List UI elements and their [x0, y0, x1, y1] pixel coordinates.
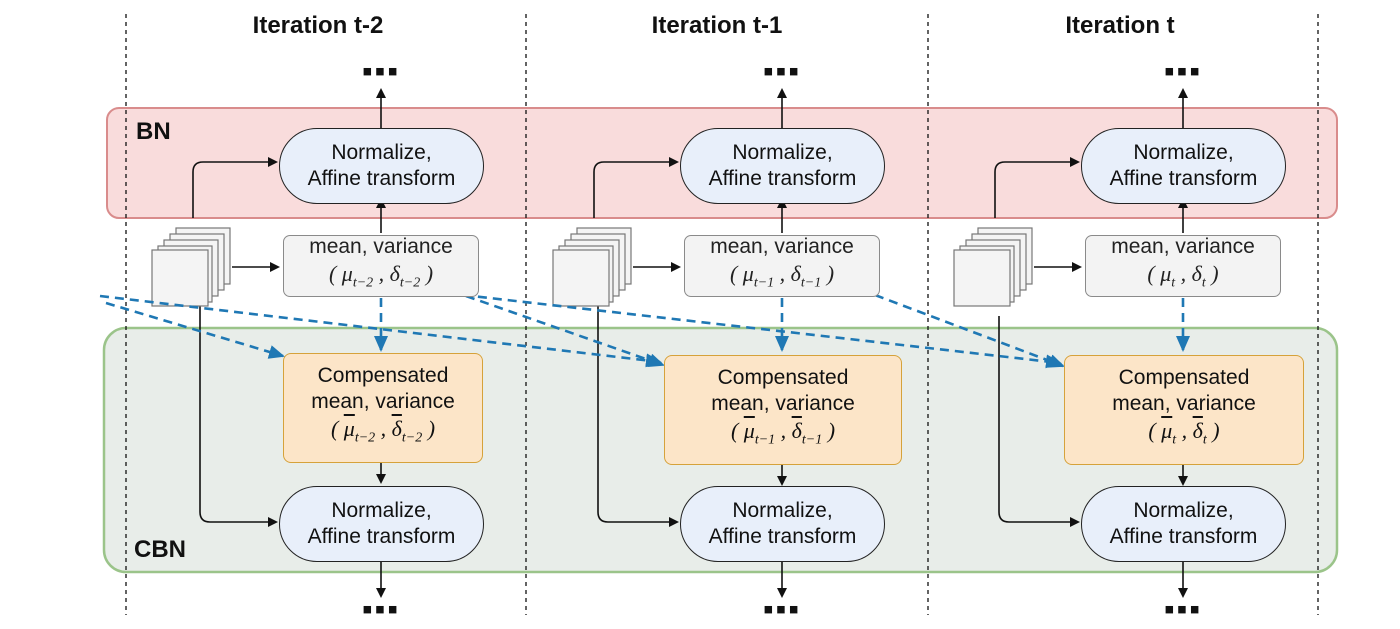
ellipsis-top: ▪▪▪ [362, 55, 400, 88]
column-arrows-t-1 [593, 88, 787, 598]
comp-symbols: ( μt , δt ) [1148, 418, 1220, 448]
stats-label: mean, variance [1111, 235, 1255, 259]
box-line: Normalize, [1133, 141, 1234, 164]
box-line: Normalize, [1133, 499, 1234, 522]
bn-normalize-box: Normalize, Affine transform [1081, 128, 1286, 204]
compensated-stats-box: Compensated mean, variance ( μt−1 , δt−1… [664, 355, 902, 465]
dashed-arrow [465, 294, 665, 367]
iteration-title: Iteration t [1065, 12, 1175, 39]
comp-symbols: ( μt−2 , δt−2 ) [330, 416, 436, 446]
box-line: Affine transform [1109, 525, 1258, 548]
comp-line: Compensated [717, 366, 849, 390]
cbn-normalize-box: Normalize, Affine transform [279, 486, 484, 562]
cbn-normalize-box: Normalize, Affine transform [680, 486, 885, 562]
box-line: Affine transform [307, 167, 456, 190]
iteration-title: Iteration t-2 [252, 12, 384, 39]
feature-maps-t-1 [552, 227, 632, 307]
bn-normalize-box: Normalize, Affine transform [680, 128, 885, 204]
comp-line: mean, variance [711, 392, 855, 416]
column-arrows-t [994, 88, 1188, 598]
box-line: Normalize, [331, 499, 432, 522]
ellipsis-bottom: ▪▪▪ [362, 593, 400, 626]
batch-stats-box: mean, variance ( μt−2 , δt−2 ) [283, 235, 479, 297]
dashed-arrow [462, 293, 1062, 369]
ellipsis-top: ▪▪▪ [763, 55, 801, 88]
stats-label: mean, variance [710, 235, 854, 259]
ellipsis-bottom: ▪▪▪ [763, 593, 801, 626]
dashed-arrow [874, 293, 1065, 368]
column-arrows-t-2 [192, 88, 386, 598]
comp-line: mean, variance [1112, 392, 1256, 416]
compensated-stats-box: Compensated mean, variance ( μt−2 , δt−2… [283, 353, 483, 463]
box-line: Affine transform [1109, 167, 1258, 190]
iteration-title: Iteration t-1 [651, 12, 783, 39]
cbn-label: CBN [134, 536, 186, 563]
comp-symbols: ( μt−1 , δt−1 ) [730, 418, 836, 448]
stats-symbols: ( μt−1 , δt−1 ) [729, 261, 835, 291]
ellipsis-top: ▪▪▪ [1164, 55, 1202, 88]
bn-label: BN [136, 118, 171, 145]
compensated-stats-box: Compensated mean, variance ( μt , δt ) [1064, 355, 1304, 465]
ellipsis-bottom: ▪▪▪ [1164, 593, 1202, 626]
stats-label: mean, variance [309, 235, 453, 259]
feature-maps-t-2 [151, 227, 231, 307]
stats-symbols: ( μt , δt ) [1147, 261, 1219, 291]
cbn-normalize-box: Normalize, Affine transform [1081, 486, 1286, 562]
compensation-arrows [99, 293, 1190, 369]
comp-line: Compensated [317, 364, 449, 388]
comp-line: mean, variance [311, 390, 455, 414]
batch-stats-box: mean, variance ( μt−1 , δt−1 ) [684, 235, 880, 297]
box-line: Affine transform [708, 525, 857, 548]
box-line: Affine transform [307, 525, 456, 548]
dashed-arrow [105, 301, 285, 359]
stats-symbols: ( μt−2 , δt−2 ) [328, 261, 434, 291]
box-line: Normalize, [331, 141, 432, 164]
dashed-arrow [99, 294, 662, 368]
comp-line: Compensated [1118, 366, 1250, 390]
feature-maps-t [953, 227, 1033, 307]
box-line: Affine transform [708, 167, 857, 190]
box-line: Normalize, [732, 141, 833, 164]
bn-normalize-box: Normalize, Affine transform [279, 128, 484, 204]
batch-stats-box: mean, variance ( μt , δt ) [1085, 235, 1281, 297]
box-line: Normalize, [732, 499, 833, 522]
